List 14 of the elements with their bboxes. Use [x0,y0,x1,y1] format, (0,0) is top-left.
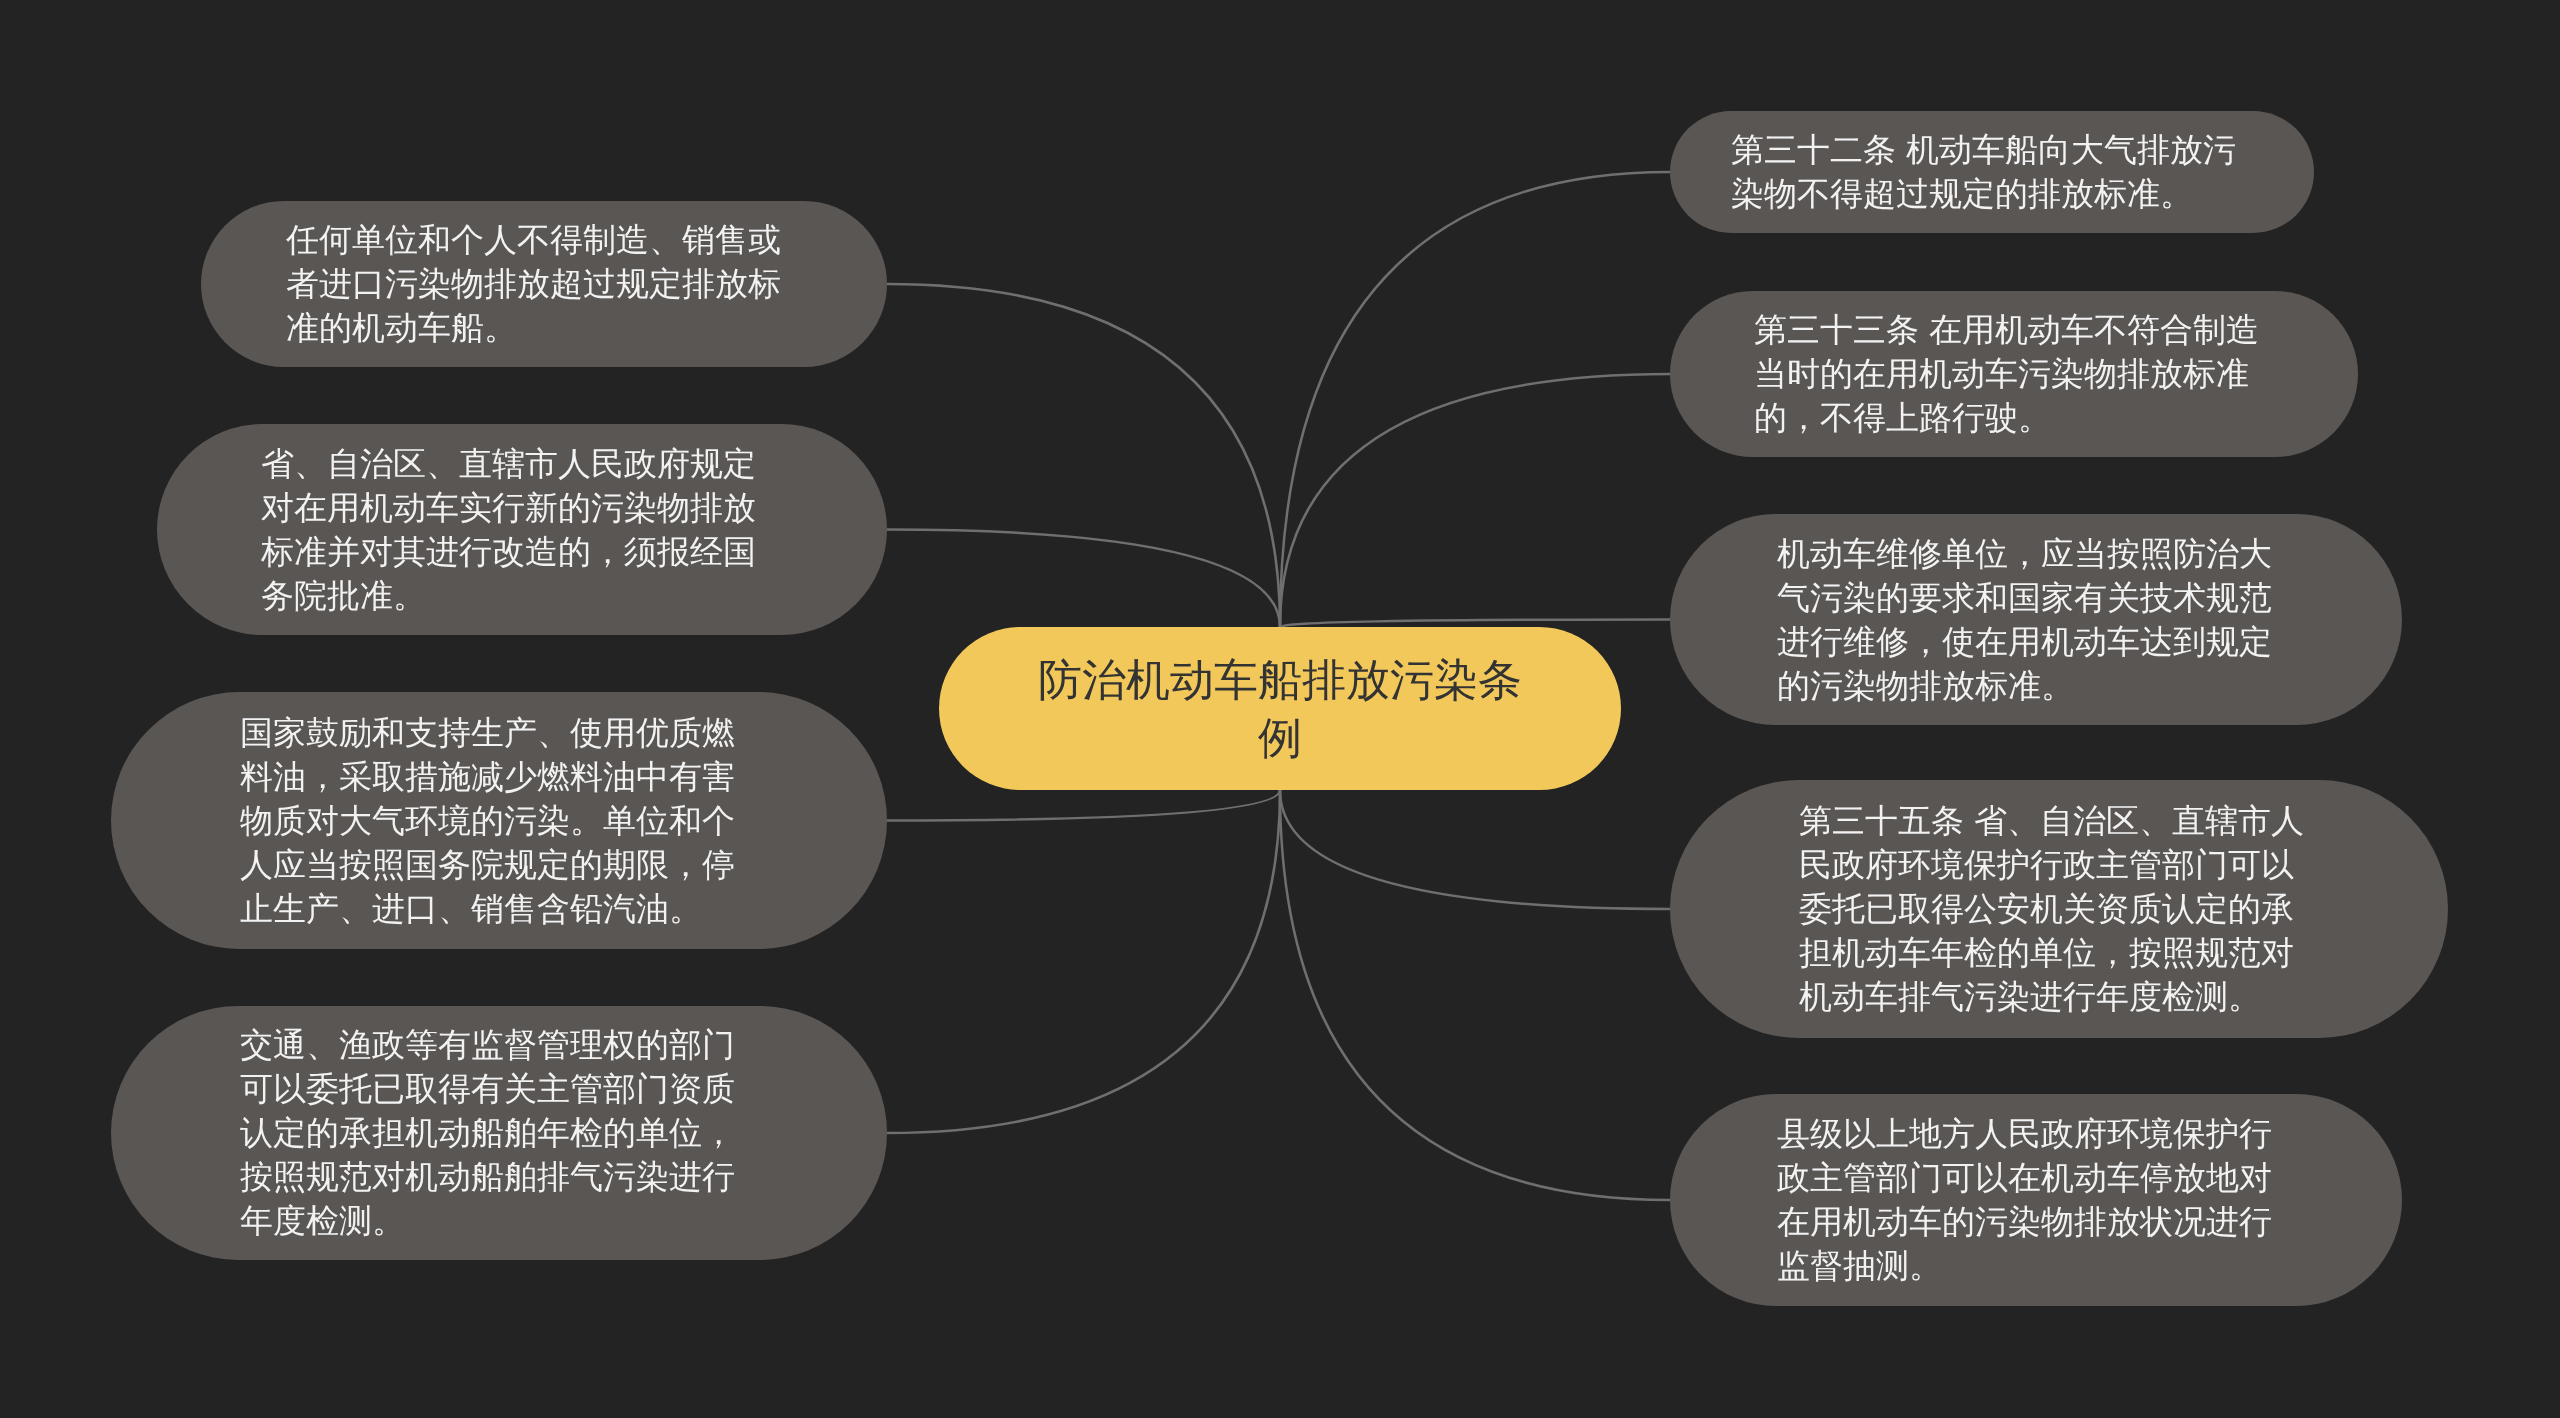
branch-text: 任何单位和个人不得制造、销售或者进口污染物排放超过规定排放标准的机动车船。 [286,219,782,349]
branch-text: 省、自治区、直辖市人民政府规定对在用机动车实行新的污染物排放标准并对其进行改造的，须报经国务院批准。 [261,442,757,617]
branch-text: 国家鼓励和支持生产、使用优质燃料油，采取措施减少燃料油中有害物质对大气环境的污染。单位和个人应当按照国务院规定的期限，停止生产、进口、销售含铅汽油。 [240,711,736,930]
branch-text: 第三十五条 省、自治区、直辖市人民政府环境保护行政主管部门可以委托已取得公安机关资质认定的承担机动车年检的单位，按照规范对机动车排气污染进行年度检测。 [1799,800,2306,1018]
branch-text: 机动车维修单位，应当按照防治大气污染的要求和国家有关技术规范进行维修，使在用机动车达到规定的污染物排放标准。 [1777,532,2273,707]
branch-text: 第三十三条 在用机动车不符合制造当时的在用机动车污染物排放标准的，不得上路行驶。 [1754,309,2261,439]
connector-line [887,789,1282,822]
branch-text: 交通、渔政等有监督管理权的部门可以委托已取得有关主管部门资质认定的承担机动船舶年检的单位，按照规范对机动船舶排气污染进行年度检测。 [240,1024,736,1242]
connector-line [887,528,1282,628]
branch-text: 县级以上地方人民政府环境保护行政主管部门可以在机动车停放地对在用机动车的污染物排放状况进行监督抽测。 [1777,1113,2273,1287]
connector-line [1279,618,1670,629]
connector-line [886,789,1282,1135]
branch-text: 第三十二条 机动车船向大气排放污染物不得超过规定的排放标准。 [1731,129,2238,215]
topic-text: 防治机动车船排放污染条例 [1037,652,1523,765]
